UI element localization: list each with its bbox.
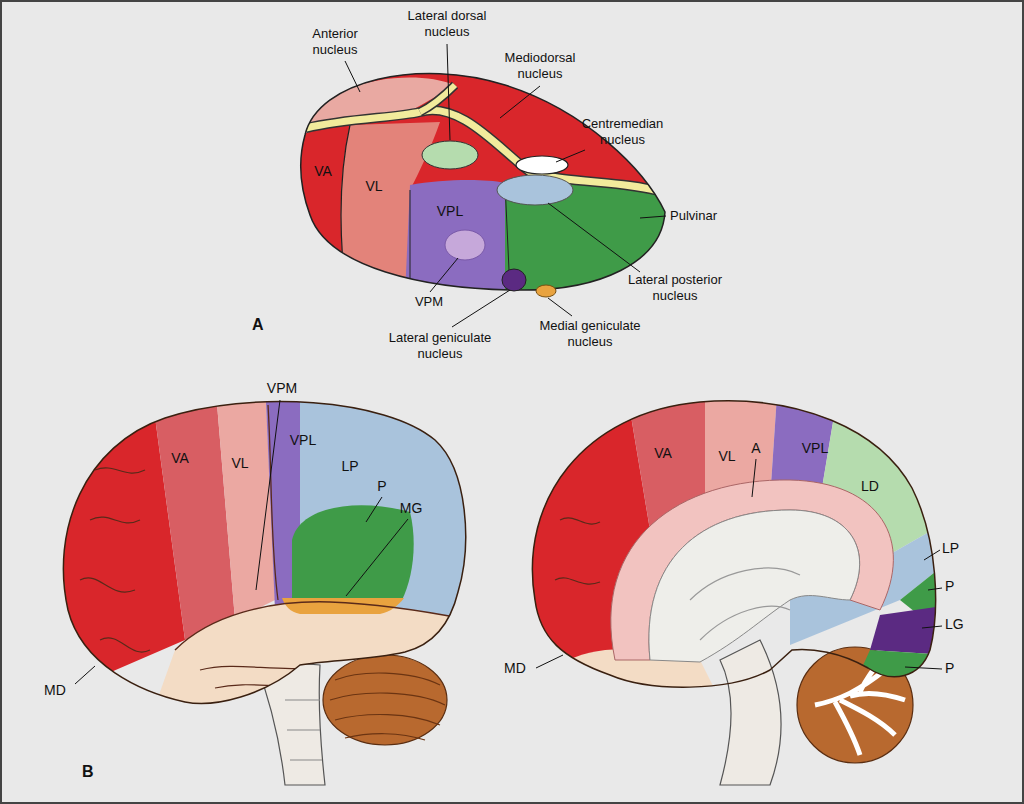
part-label: Lateral geniculate nucleus [375,330,505,361]
part-label: VL [225,455,255,472]
part-label: Medial geniculate nucleus [525,318,655,349]
thalamus-regions [290,50,680,310]
part-label: VL [357,178,391,195]
part-label: LD [855,478,885,495]
part-label: VA [306,163,340,180]
part-label: VPM [262,380,302,397]
part-label: Pulvinar [670,208,750,224]
part-label: LG [945,616,975,633]
part-label: Lateral dorsal nucleus [397,8,497,39]
part-label: VL [712,448,742,465]
medial-brain-regions [500,380,950,720]
part-label: VPL [428,203,472,220]
part-label: VPM [407,294,451,310]
part-label: MD [495,660,535,677]
part-label: A [746,440,766,457]
part-label: MD [35,682,75,699]
part-label: LP [942,540,972,557]
part-label: Mediodorsal nucleus [485,50,595,81]
leader-lines-b-medial [536,459,942,669]
part-label: VA [165,450,195,467]
leader-lines-b-lateral [75,400,408,684]
part-label: Lateral posterior nucleus [615,272,735,303]
part-label: P [945,660,965,677]
lateral-brain-outline [63,402,465,704]
panel-letter: A [252,315,276,334]
part-label: P [945,578,965,595]
leader-lines-a [345,44,666,327]
thalamus-outline [301,73,665,297]
part-label: MG [396,500,426,517]
part-label: VA [648,445,678,462]
panel-letter: B [82,762,106,781]
part-label: Anterior nucleus [290,26,380,57]
medial-brain-outline [532,401,935,687]
part-label: P [372,478,392,495]
part-label: Centremedian nucleus [565,116,680,147]
part-label: LP [335,458,365,475]
lateral-brain-regions [0,380,480,720]
part-label: VPL [283,432,323,449]
part-label: VPL [795,440,835,457]
